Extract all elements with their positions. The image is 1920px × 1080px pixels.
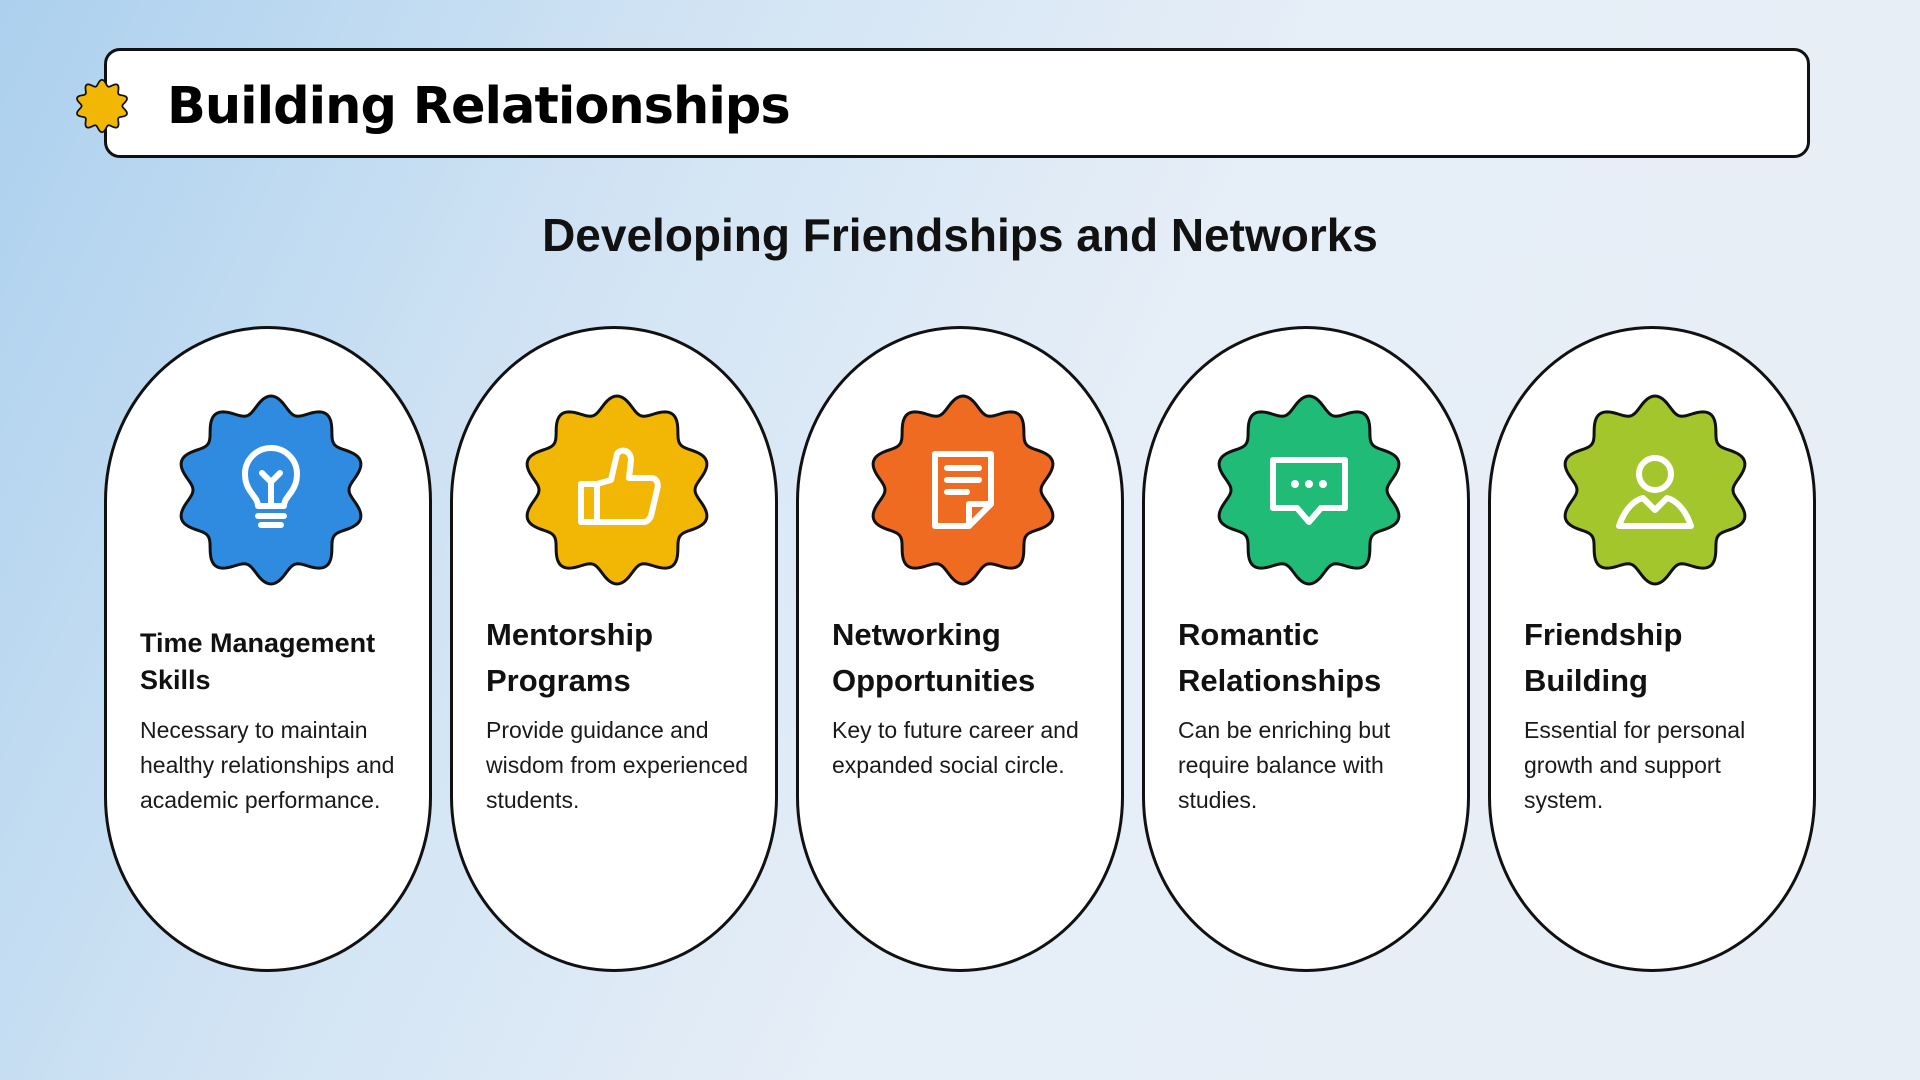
- card-friendship: Friendship Building Essential for person…: [1488, 326, 1816, 972]
- chat-bubble-icon: [1217, 394, 1401, 586]
- user-icon: [1563, 394, 1747, 586]
- badge-icon: [76, 78, 128, 134]
- card-heading: Time Management Skills: [140, 628, 376, 695]
- lightbulb-icon: [179, 394, 363, 586]
- document-icon: [871, 394, 1055, 586]
- card-heading: Friendship Building: [1524, 617, 1683, 698]
- card-description: Essential for personal growth and suppor…: [1524, 717, 1746, 813]
- card-description: Provide guidance and wisdom from experie…: [486, 717, 749, 813]
- card-time-management: Time Management Skills Necessary to main…: [104, 326, 432, 972]
- card-description: Key to future career and expanded social…: [832, 717, 1079, 778]
- card-networking: Networking Opportunities Key to future c…: [796, 326, 1124, 972]
- card-heading: Mentorship Programs: [486, 617, 654, 698]
- card-romantic: Romantic Relationships Can be enriching …: [1142, 326, 1470, 972]
- card-description: Can be enriching but require balance wit…: [1178, 717, 1391, 813]
- section-subtitle: Developing Friendships and Networks: [542, 209, 1378, 261]
- card-heading: Romantic Relationships: [1178, 617, 1382, 698]
- thumbs-up-icon: [525, 394, 709, 586]
- card-description: Necessary to maintain healthy relationsh…: [140, 717, 395, 813]
- card-heading: Networking Opportunities: [832, 617, 1036, 698]
- card-mentorship: Mentorship Programs Provide guidance and…: [450, 326, 778, 972]
- title-bar: [104, 48, 1810, 158]
- page-title: Building Relationships: [167, 77, 791, 136]
